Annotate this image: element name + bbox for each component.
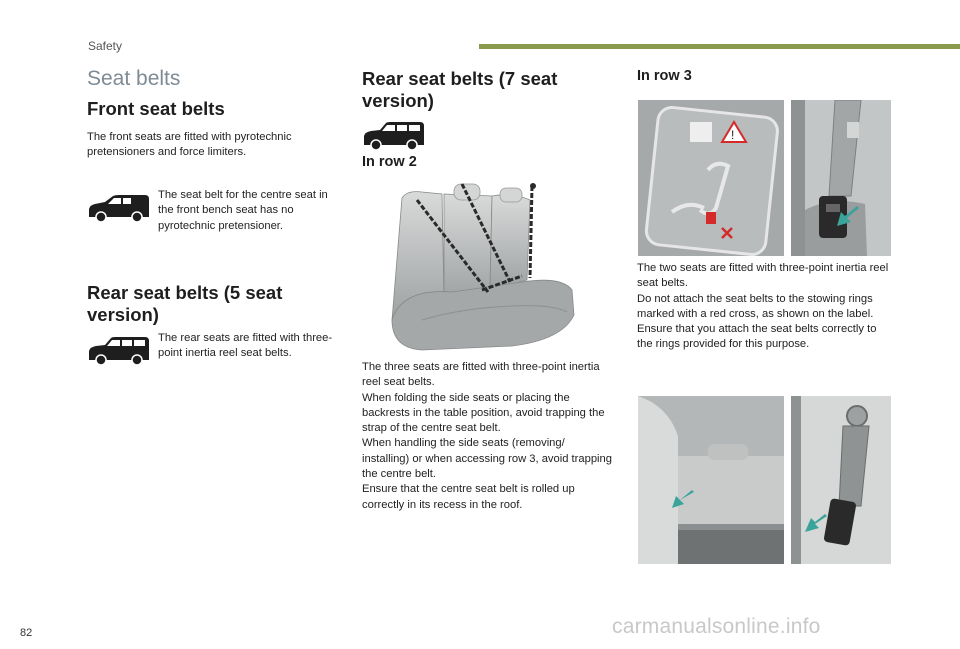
- row-2-line: The three seats are fitted with three-po…: [362, 361, 600, 389]
- rear-5-seat-note: The rear seats are fitted with three-poi…: [158, 332, 333, 360]
- row-2-line: Ensure that the centre seat belt is roll…: [362, 483, 575, 511]
- boot-rings-photo: [638, 396, 784, 564]
- watermark: carmanualsonline.info: [612, 615, 821, 638]
- front-seat-belts-heading: Front seat belts: [87, 98, 225, 119]
- rear-5-seat-heading: Rear seat belts (5 seat version): [87, 282, 283, 325]
- row-2-line: When folding the side seats or placing t…: [362, 391, 605, 435]
- row-3-line: The two seats are fitted with three-poin…: [637, 262, 889, 290]
- van-icon: [87, 193, 151, 223]
- row-3-text: The two seats are fitted with three-poin…: [637, 261, 895, 353]
- row-2-text: The three seats are fitted with three-po…: [362, 360, 612, 513]
- mpv-icon: [362, 121, 426, 151]
- row-3-line: Ensure that you attach the seat belts co…: [637, 323, 877, 351]
- section-label: Safety: [88, 39, 123, 53]
- page-title: Seat belts: [87, 67, 181, 90]
- belt-buckle-photo: [791, 100, 891, 256]
- mpv-icon: [87, 336, 151, 366]
- front-intro-text: The front seats are fitted with pyrotech…: [87, 131, 292, 159]
- row-2-line: When handling the side seats (removing/ …: [362, 437, 612, 481]
- belt-anchor-photo: [791, 396, 891, 564]
- rear-7-seat-heading: Rear seat belts (7 seat version): [362, 68, 558, 111]
- row-3-line: Do not attach the seat belts to the stow…: [637, 292, 874, 320]
- row-2-heading: In row 2: [362, 154, 417, 170]
- row-2-seats-illustration: [362, 180, 612, 352]
- svg-text:!: !: [731, 128, 734, 142]
- header-rule: [479, 44, 960, 49]
- centre-seat-note: The seat belt for the centre seat in the…: [158, 189, 328, 232]
- row-3-heading: In row 3: [637, 68, 692, 84]
- belt-label-photo: !: [638, 100, 784, 256]
- page-number: 82: [20, 627, 33, 639]
